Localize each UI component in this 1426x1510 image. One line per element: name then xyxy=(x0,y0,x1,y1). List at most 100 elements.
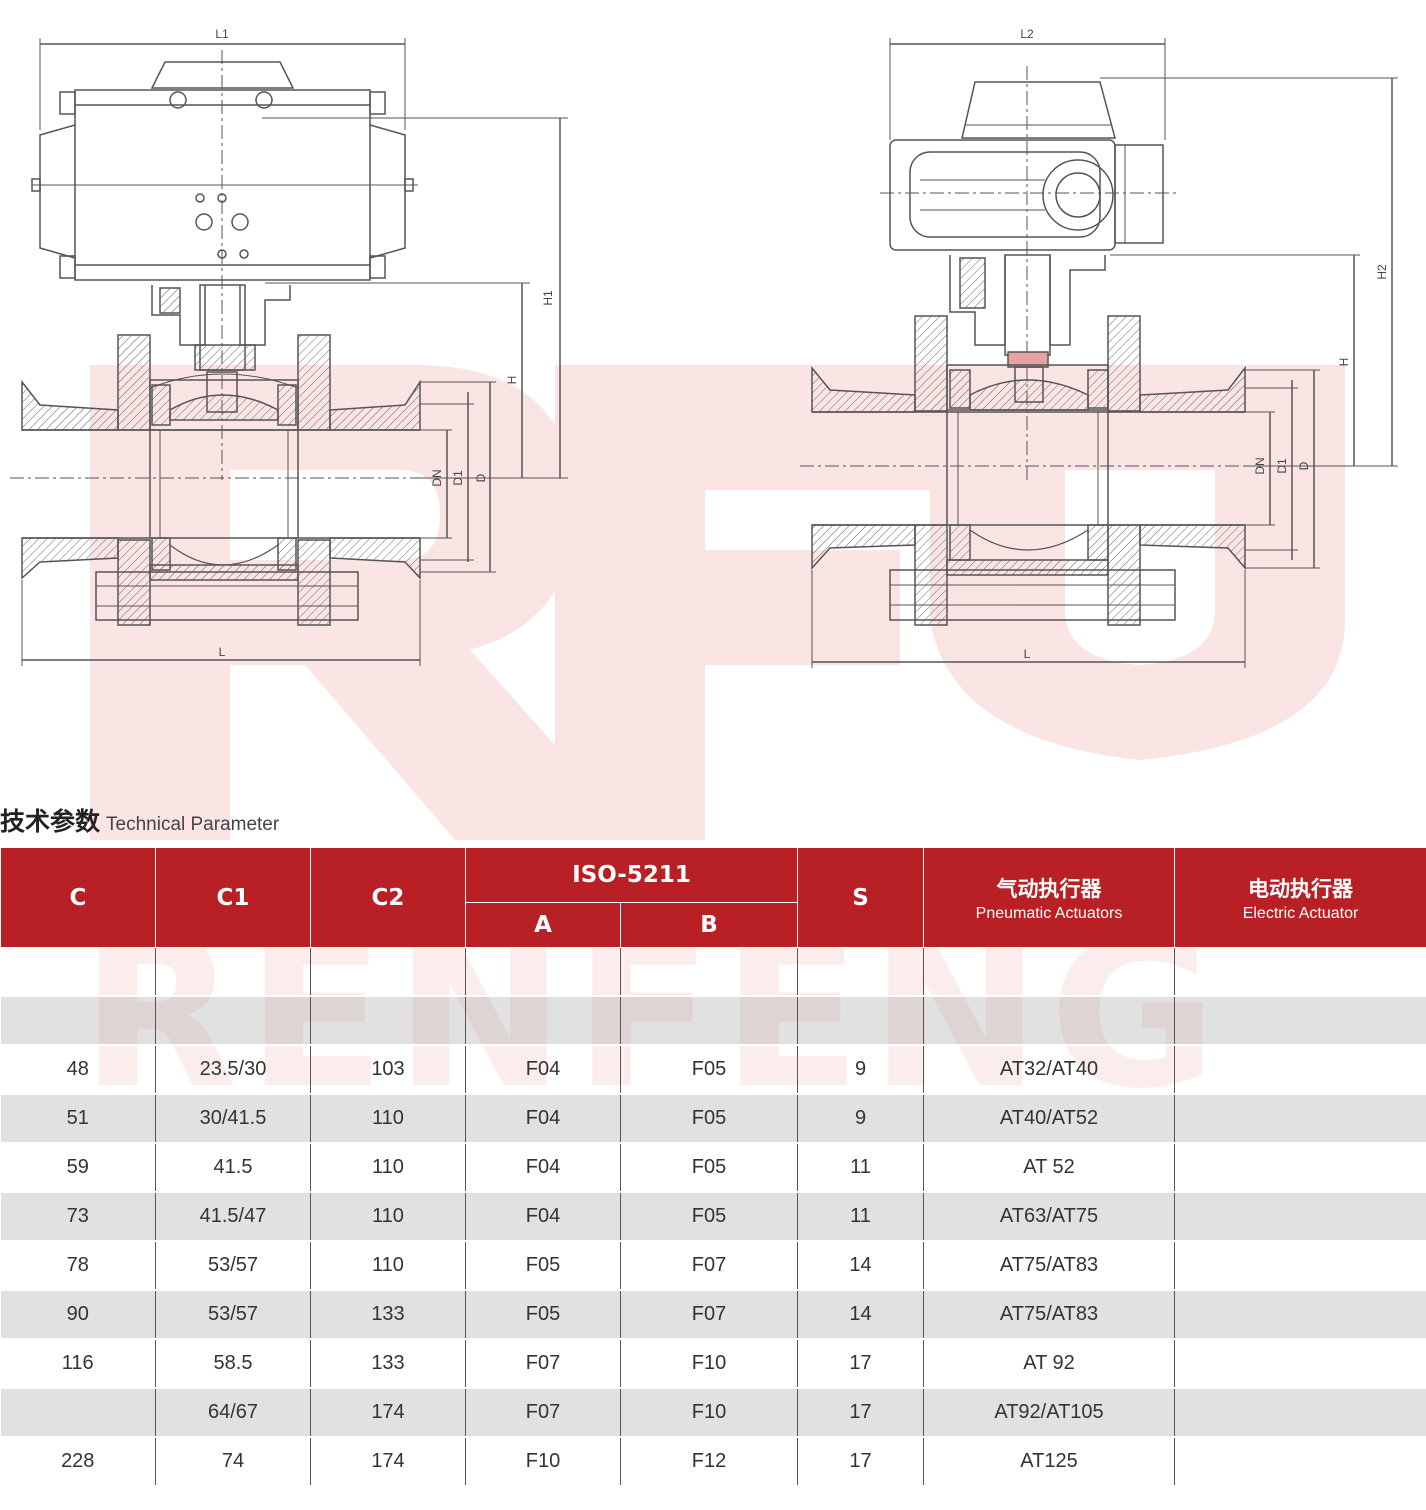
valve-drawings: L1 L H1 H DN D1 D xyxy=(10,27,1398,668)
cell-a xyxy=(465,947,621,997)
cell-pneumatic: AT75/AT83 xyxy=(923,1241,1176,1291)
cell-c xyxy=(0,996,156,1046)
cell-c: 48 xyxy=(0,1045,156,1095)
pneumatic-valve-drawing xyxy=(10,38,568,666)
cell-c1: 74 xyxy=(155,1437,311,1487)
header-b: B xyxy=(619,902,799,948)
cell-c: 73 xyxy=(0,1192,156,1242)
cell-c2: 103 xyxy=(310,1045,466,1095)
cell-a: F04 xyxy=(465,1192,621,1242)
cell-a: F04 xyxy=(465,1094,621,1144)
dim-h1: H1 xyxy=(541,290,555,306)
cell-a: F05 xyxy=(465,1290,621,1340)
cell-pneumatic: AT63/AT75 xyxy=(923,1192,1176,1242)
section-title-en: Technical Parameter xyxy=(106,814,280,835)
cell-electric xyxy=(1174,1192,1426,1242)
cell-a: F04 xyxy=(465,1045,621,1095)
cell-c xyxy=(0,1388,156,1438)
cell-s: 17 xyxy=(797,1388,925,1438)
cell-pneumatic xyxy=(923,947,1176,997)
cell-a xyxy=(465,996,621,1046)
cell-c2: 110 xyxy=(310,1094,466,1144)
header-a: A xyxy=(465,902,621,948)
cell-s xyxy=(797,996,925,1046)
cell-c: 78 xyxy=(0,1241,156,1291)
table-row xyxy=(0,947,1426,997)
cell-b: F05 xyxy=(620,1143,799,1193)
cell-electric xyxy=(1174,1290,1426,1340)
cell-b xyxy=(620,996,799,1046)
cell-s: 17 xyxy=(797,1437,925,1487)
cell-electric xyxy=(1174,1045,1426,1095)
cell-b: F05 xyxy=(620,1094,799,1144)
dim-d-left: D xyxy=(474,473,488,482)
cell-pneumatic: AT125 xyxy=(923,1437,1176,1487)
cell-b: F05 xyxy=(620,1192,799,1242)
dim-d1-right: D1 xyxy=(1275,458,1289,474)
cell-c xyxy=(0,947,156,997)
cell-b xyxy=(620,947,799,997)
cell-c2: 174 xyxy=(310,1388,466,1438)
header-electric-zh: 电动执行器 xyxy=(1248,876,1354,901)
cell-c2: 110 xyxy=(310,1192,466,1242)
cell-c2: 174 xyxy=(310,1437,466,1487)
header-electric: 电动执行器 Electric Actuator xyxy=(1174,847,1426,948)
cell-c2 xyxy=(310,996,466,1046)
header-c2: C2 xyxy=(310,847,466,948)
header-c1: C1 xyxy=(155,847,311,948)
cell-s: 14 xyxy=(797,1290,925,1340)
cell-b: F05 xyxy=(620,1045,799,1095)
cell-a: F07 xyxy=(465,1339,621,1389)
cell-s xyxy=(797,947,925,997)
cell-c1 xyxy=(155,996,311,1046)
cell-s: 17 xyxy=(797,1339,925,1389)
cell-c1 xyxy=(155,947,311,997)
cell-s: 9 xyxy=(797,1094,925,1144)
cell-c: 116 xyxy=(0,1339,156,1389)
cell-a: F10 xyxy=(465,1437,621,1487)
cell-c1: 53/57 xyxy=(155,1290,311,1340)
cell-pneumatic: AT92/AT105 xyxy=(923,1388,1176,1438)
header-pneumatic: 气动执行器 Pneumatic Actuators xyxy=(923,847,1176,948)
cell-b: F07 xyxy=(620,1290,799,1340)
cell-b: F10 xyxy=(620,1388,799,1438)
dim-l2: L2 xyxy=(1020,27,1034,41)
header-pneumatic-en: Pneumatic Actuators xyxy=(975,904,1123,922)
cell-b: F12 xyxy=(620,1437,799,1487)
dim-d1-left: D1 xyxy=(451,470,465,486)
cell-c1: 53/57 xyxy=(155,1241,311,1291)
cell-pneumatic: AT75/AT83 xyxy=(923,1290,1176,1340)
cell-c1: 58.5 xyxy=(155,1339,311,1389)
cell-electric xyxy=(1174,1094,1426,1144)
cell-pneumatic: AT 92 xyxy=(923,1339,1176,1389)
cell-a: F07 xyxy=(465,1388,621,1438)
header-pneumatic-zh: 气动执行器 xyxy=(996,876,1102,901)
cell-a: F04 xyxy=(465,1143,621,1193)
cell-pneumatic: AT32/AT40 xyxy=(923,1045,1176,1095)
cell-electric xyxy=(1174,996,1426,1046)
cell-c2: 110 xyxy=(310,1143,466,1193)
cell-electric xyxy=(1174,1241,1426,1291)
header-iso: ISO-5211 xyxy=(464,847,799,903)
dim-l-right: L xyxy=(1024,647,1031,661)
header-c: C xyxy=(0,847,156,948)
header-electric-en: Electric Actuator xyxy=(1242,904,1359,922)
cell-s: 11 xyxy=(797,1192,925,1242)
cell-s: 9 xyxy=(797,1045,925,1095)
cell-c1: 41.5/47 xyxy=(155,1192,311,1242)
cell-c1: 64/67 xyxy=(155,1388,311,1438)
dim-d-right: D xyxy=(1297,461,1311,470)
cell-c: 51 xyxy=(0,1094,156,1144)
cell-b: F10 xyxy=(620,1339,799,1389)
table-row xyxy=(0,996,1426,1046)
dim-l1: L1 xyxy=(215,27,229,41)
cell-electric xyxy=(1174,1143,1426,1193)
cell-c: 90 xyxy=(0,1290,156,1340)
